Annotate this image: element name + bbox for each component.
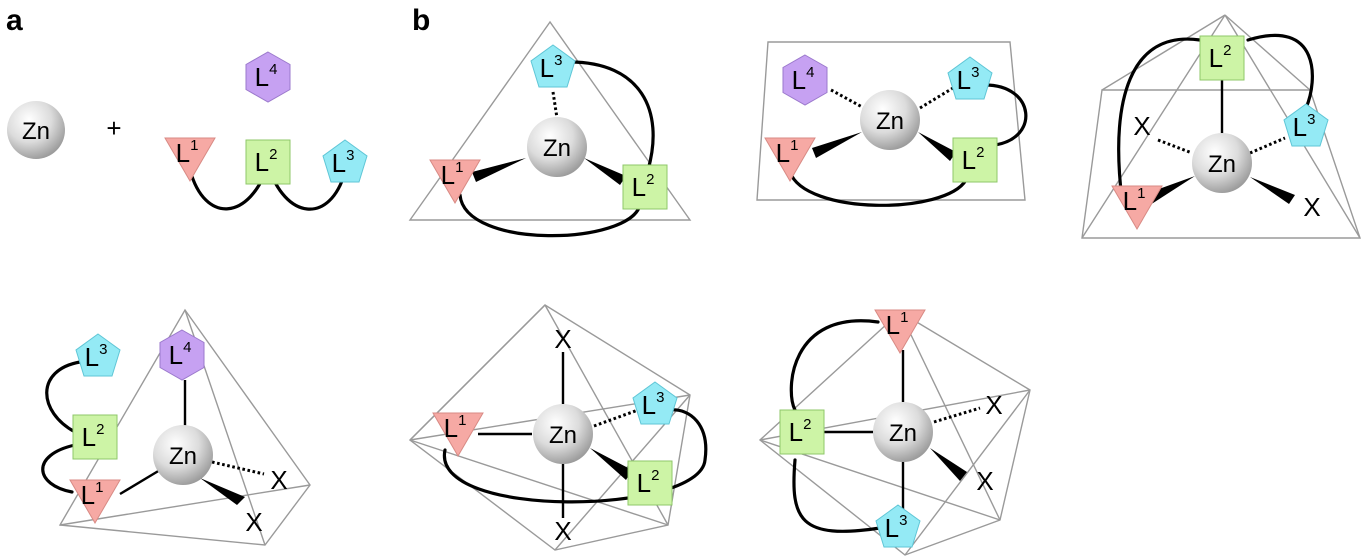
zinc-sphere bbox=[7, 101, 65, 159]
x-ligand-label: X bbox=[270, 465, 287, 495]
svg-text:L2: L2 bbox=[789, 416, 812, 447]
ligand-L1-triangle: L1 bbox=[164, 137, 216, 182]
svg-text:L2: L2 bbox=[637, 467, 660, 498]
zinc-sphere bbox=[1192, 133, 1252, 193]
linker-L1-L2-L3 bbox=[443, 408, 708, 504]
ligand-L1-triangle: L1 bbox=[764, 137, 816, 182]
complex-seesaw-trapezoid: Zn L4 L3 L1 L2 bbox=[756, 41, 1028, 207]
ligand-L2-square: L2 bbox=[622, 164, 668, 210]
svg-text:Zn: Zn bbox=[169, 443, 197, 470]
triangle-outline bbox=[408, 20, 692, 221]
svg-text:L1: L1 bbox=[444, 412, 467, 443]
x-ligand-label: X bbox=[1303, 192, 1320, 222]
svg-text:L3: L3 bbox=[332, 147, 355, 178]
ligand-L2-square: L2 bbox=[627, 460, 673, 506]
ligand-L3-pentagon: L3 bbox=[632, 381, 678, 425]
ligand-L3-pentagon: L3 bbox=[947, 56, 993, 100]
svg-text:Zn: Zn bbox=[876, 108, 904, 135]
ligand-L3-pentagon: L3 bbox=[322, 139, 368, 183]
ligand-L3-pentagon: L3 bbox=[1283, 103, 1329, 147]
linker-L1-L2 bbox=[789, 319, 880, 412]
x-ligand-label: X bbox=[245, 507, 262, 537]
complex-trigonal-planar: Zn L3 L1 L2 bbox=[408, 20, 692, 238]
x-ligand-label: X bbox=[1133, 111, 1150, 141]
panel-a-reactants: Zn + L4 L1 L2 L3 bbox=[7, 51, 368, 211]
svg-text:L2: L2 bbox=[962, 144, 985, 175]
linker-L1-L2 bbox=[1117, 37, 1202, 202]
ligand-L2-square: L2 bbox=[72, 414, 118, 460]
linker-L2-L3 bbox=[1246, 33, 1314, 110]
svg-text:L4: L4 bbox=[255, 61, 278, 92]
svg-text:L2: L2 bbox=[255, 146, 278, 177]
ligand-L1-triangle: L1 bbox=[69, 479, 121, 524]
svg-text:L4: L4 bbox=[792, 64, 815, 95]
svg-text:L1: L1 bbox=[1123, 185, 1146, 216]
linker-L1-L2 bbox=[788, 170, 968, 207]
svg-text:L3: L3 bbox=[885, 512, 908, 543]
linker-L3-L2 bbox=[568, 60, 655, 172]
svg-text:L2: L2 bbox=[1209, 42, 1232, 73]
svg-text:Zn: Zn bbox=[543, 135, 571, 162]
svg-text:Zn: Zn bbox=[889, 420, 917, 447]
linker-L2-L1 bbox=[41, 443, 77, 494]
zinc-sphere bbox=[873, 402, 933, 462]
trapezoid-outline bbox=[756, 41, 1026, 201]
zinc-sphere bbox=[533, 404, 593, 464]
ligand-L1-triangle: L1 bbox=[874, 309, 926, 354]
panel-label-a: a bbox=[6, 4, 23, 37]
ligand-L4-hexagon: L4 bbox=[245, 51, 291, 103]
x-ligand-label: X bbox=[554, 516, 571, 546]
plus-sign: + bbox=[106, 113, 121, 143]
zinc-sphere bbox=[153, 425, 213, 485]
linker-L2-L3 bbox=[792, 458, 882, 533]
svg-text:L1: L1 bbox=[81, 479, 104, 510]
svg-text:L3: L3 bbox=[1293, 111, 1316, 142]
ligand-L2-square: L2 bbox=[952, 137, 998, 183]
svg-text:L2: L2 bbox=[632, 171, 655, 202]
ligand-L4-hexagon: L4 bbox=[159, 329, 205, 381]
svg-text:L1: L1 bbox=[441, 159, 464, 190]
complex-square-pyramidal: Zn X X L2 L3 L1 bbox=[1081, 14, 1361, 239]
ligand-L3-pentagon: L3 bbox=[75, 333, 121, 377]
ligand-L3-pentagon: L3 bbox=[530, 44, 576, 88]
svg-text:L3: L3 bbox=[642, 389, 665, 420]
complex-octahedral-right: Zn X X L1 L2 L3 bbox=[758, 309, 1031, 556]
complex-trigonal-bipyramid-left: Zn X X L3 L4 L2 L1 bbox=[41, 308, 311, 546]
svg-text:L1: L1 bbox=[176, 137, 199, 168]
svg-text:L1: L1 bbox=[886, 309, 909, 340]
zinc-sphere bbox=[527, 117, 587, 177]
svg-text:L3: L3 bbox=[957, 64, 980, 95]
ligand-L1-triangle: L1 bbox=[429, 159, 481, 204]
panel-label-b: b bbox=[412, 4, 430, 37]
svg-text:L3: L3 bbox=[540, 52, 563, 83]
x-ligand-label: X bbox=[976, 466, 993, 496]
ligand-L2-square: L2 bbox=[245, 139, 291, 185]
svg-text:L2: L2 bbox=[82, 421, 105, 452]
ligand-L2-square: L2 bbox=[1199, 35, 1245, 81]
svg-text:L4: L4 bbox=[169, 339, 192, 370]
svg-text:Zn: Zn bbox=[549, 422, 577, 449]
linker-L1-L2 bbox=[458, 193, 642, 238]
complex-octahedral-middle: Zn X X L1 L3 L2 bbox=[408, 304, 708, 551]
ligand-L4-hexagon: L4 bbox=[782, 54, 828, 106]
zinc-label: Zn bbox=[22, 118, 50, 145]
svg-text:L1: L1 bbox=[776, 137, 799, 168]
zinc-sphere bbox=[860, 90, 920, 150]
x-ligand-label: X bbox=[554, 324, 571, 354]
ligand-L1-triangle: L1 bbox=[432, 412, 484, 457]
svg-text:L3: L3 bbox=[85, 341, 108, 372]
linker-L3-L2 bbox=[45, 360, 82, 434]
linker-L3-L2 bbox=[983, 83, 1028, 147]
x-ligand-label: X bbox=[985, 390, 1002, 420]
ligand-L2-square: L2 bbox=[779, 409, 825, 455]
svg-text:Zn: Zn bbox=[1208, 151, 1236, 178]
ligand-L1-triangle: L1 bbox=[1111, 185, 1163, 230]
ligand-L3-pentagon: L3 bbox=[875, 504, 921, 548]
